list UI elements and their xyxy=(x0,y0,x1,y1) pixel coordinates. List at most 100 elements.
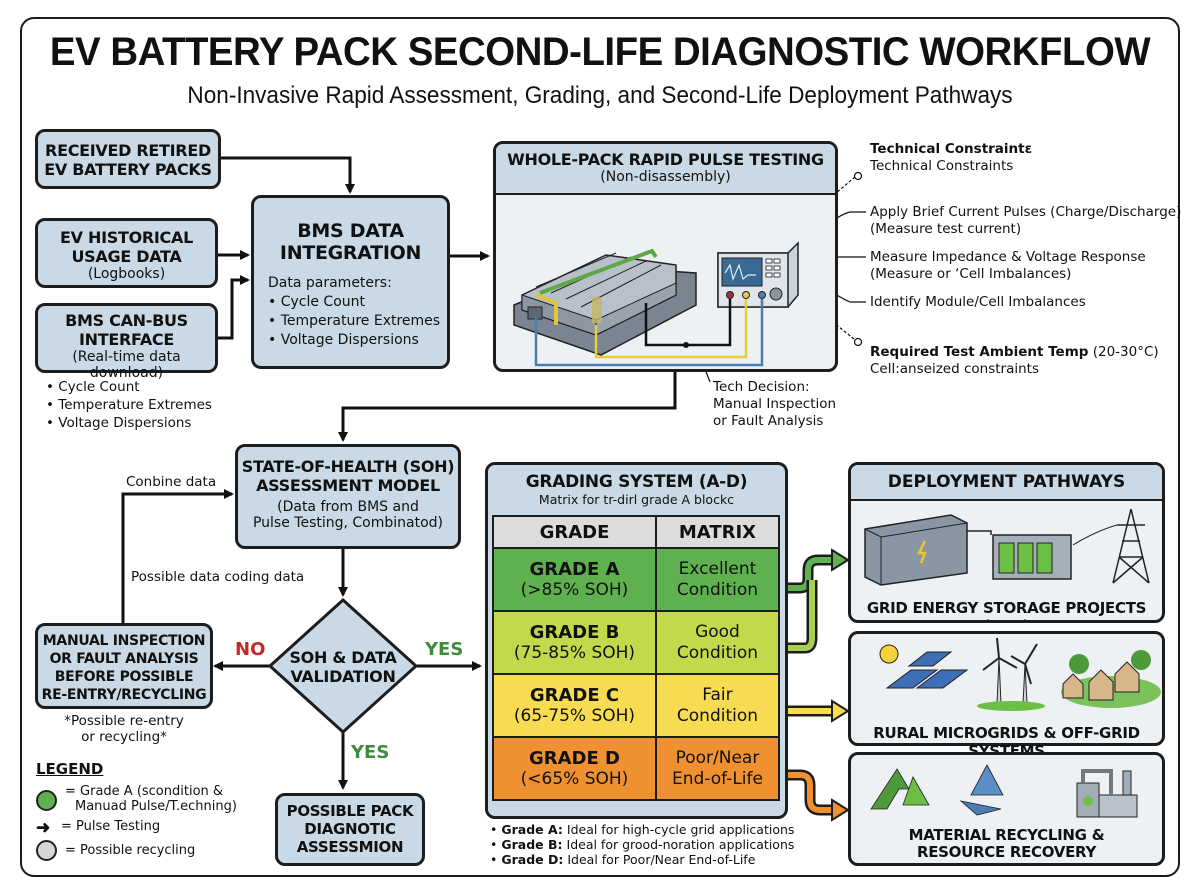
annotation-tech-constraints: Technical Constraintε Technical Constrai… xyxy=(870,141,1032,175)
gray-circle-icon xyxy=(36,840,57,861)
legend-item-pulse: ➜ = Pulse Testing xyxy=(36,818,237,836)
ambient-range: (20-30°C) xyxy=(1092,344,1159,360)
pulse-tester-icon xyxy=(717,241,799,308)
legend-item-grade-a: = Grade A (scondition & Manuad Pulse/T.e… xyxy=(36,784,237,814)
grading-note: • Grade D: Ideal for Poor/Near End-of-Li… xyxy=(490,852,756,867)
bms-param: Voltage Dispersions xyxy=(268,331,447,350)
deployment-grid-panel[interactable]: DEPLOYMENT PATHWAYS GRID ENERGY STORAGE … xyxy=(848,462,1165,623)
possible-pack-box[interactable]: POSSIBLE PACK DIAGNOTIC ASSESSMION xyxy=(275,793,425,866)
grading-header-row: GRADE MATRIX xyxy=(492,515,781,549)
possible-pack-line: DIAGNOTIC xyxy=(304,820,396,838)
bms-param: Cycle Count xyxy=(268,293,447,312)
grading-note-text: Ideal for grood-noration applications xyxy=(562,837,795,852)
solar-panel-icon xyxy=(885,651,969,689)
label-combine-data: Conbine data xyxy=(126,474,217,490)
legend-text: = Possible recycling xyxy=(65,842,196,858)
bms-line2: INTEGRATION xyxy=(279,242,422,264)
label-no: NO xyxy=(235,639,266,660)
grading-note-label: Grade D: xyxy=(501,852,564,867)
soh-model-box[interactable]: STATE-OF-HEALTH (SOH) ASSESSMENT MODEL (… xyxy=(235,444,461,549)
annotation-tech-decision: Tech Decision: Manual Inspection or Faul… xyxy=(713,379,836,430)
recycling-label-line2: RESOURCE RECOVERY xyxy=(916,843,1097,861)
arrow-received-to-bms xyxy=(221,156,355,194)
historical-line1: EV HISTORICAL xyxy=(60,228,193,247)
matrix-text: Condition xyxy=(676,579,759,600)
grade-name: GRADE C xyxy=(529,684,620,706)
validation-line1: SOH & DATA xyxy=(289,648,397,667)
matrix-text: Good xyxy=(695,621,740,642)
battery-rack-icon xyxy=(967,530,1072,580)
historical-data-box[interactable]: EV HISTORICAL USAGE DATA (Logbooks) xyxy=(35,218,218,288)
matrix-text: Excellent xyxy=(678,558,757,579)
probe-cable-yellow xyxy=(594,299,748,359)
label-yes-down: YES xyxy=(351,742,390,763)
legend-item-recycling: = Possible recycling xyxy=(36,840,237,861)
soh-sub1: (Data from BMS and xyxy=(277,499,419,515)
grading-note-text: Ideal for Poor/Near End-of-Life xyxy=(563,852,756,867)
validation-diamond[interactable] xyxy=(268,598,418,734)
possible-pack-line: POSSIBLE PACK xyxy=(286,802,414,820)
manual-line: MANUAL INSPECTION xyxy=(42,633,206,649)
label-yes-right: YES xyxy=(425,639,464,660)
ambient-heading: Required Test Ambient Temp xyxy=(870,344,1089,360)
tech-decision-line: or Fault Analysis xyxy=(713,413,824,429)
arrow-combine-data xyxy=(121,489,234,623)
rural-microgrid-illustration xyxy=(879,637,1161,711)
tech-decision-line: Tech Decision: xyxy=(713,379,810,395)
tech-decision-line: Manual Inspection xyxy=(713,396,837,412)
recycle-green-icon xyxy=(870,768,930,810)
manual-note-line2: or recycling* xyxy=(81,729,167,745)
grade-name: GRADE D xyxy=(528,747,620,769)
grading-title: GRADING SYSTEM (A-D) xyxy=(525,472,748,492)
deployment-rural-panel[interactable]: RURAL MICROGRIDS & OFF-GRID SYSTEMS xyxy=(848,631,1165,760)
diagram-frame xyxy=(20,17,1180,877)
grade-cell: GRADE D(<65% SOH) xyxy=(492,736,657,801)
grading-note-label: Grade B: xyxy=(501,837,563,852)
recycling-plant-icon xyxy=(1076,769,1138,818)
matrix-text: Condition xyxy=(676,642,759,663)
wind-turbine-icon xyxy=(977,637,1045,711)
village-icon xyxy=(1061,650,1161,708)
tech-constraints-text: Technical Constraints xyxy=(870,158,1014,174)
grade-range: (<65% SOH) xyxy=(520,768,629,789)
received-packs-box[interactable]: RECEIVED RETIRED EV BATTERY PACKS xyxy=(35,129,221,189)
matrix-text: Fair xyxy=(702,684,733,705)
apply-pulses-sub: (Measure test current) xyxy=(870,221,1022,237)
soh-line2: ASSESSMENT MODEL xyxy=(256,476,440,495)
pulse-testing-panel[interactable]: WHOLE-PACK RAPID PULSE TESTING (Non-disa… xyxy=(493,141,838,372)
canbus-bullet: Cycle Count xyxy=(46,378,212,396)
page-title: EV BATTERY PACK SECOND-LIFE DIAGNOSTIC W… xyxy=(49,30,1151,74)
probe-cable-blue xyxy=(534,299,764,367)
manual-inspection-box[interactable]: MANUAL INSPECTION OR FAULT ANALYSIS BEFO… xyxy=(35,623,213,709)
bms-param: Temperature Extremes xyxy=(268,312,447,331)
canbus-line1: BMS CAN-BUS xyxy=(65,311,188,330)
grade-range: (>85% SOH) xyxy=(520,579,629,600)
grid-storage-illustration xyxy=(864,508,1150,586)
arrow-pulse-to-soh xyxy=(338,372,677,442)
canbus-bullet: Temperature Extremes xyxy=(46,396,212,414)
battery-pack-icon xyxy=(513,248,697,356)
transmission-tower-icon xyxy=(1072,508,1150,584)
matrix-text: Condition xyxy=(676,705,759,726)
canbus-line2: INTERFACE xyxy=(79,330,174,349)
matrix-text: Poor/Near xyxy=(675,747,760,768)
received-line2: EV BATTERY PACKS xyxy=(44,160,212,179)
recycle-blue-icon xyxy=(959,764,1004,816)
col-grade-header: GRADE xyxy=(492,515,657,549)
recycling-label: MATERIAL RECYCLING & RESOURCE RECOVERY xyxy=(851,827,1162,861)
bms-params-label: Data parameters: xyxy=(268,275,392,291)
deployment-recycling-panel[interactable]: MATERIAL RECYCLING & RESOURCE RECOVERY xyxy=(848,752,1165,866)
page-subtitle: Non-Invasive Rapid Assessment, Grading, … xyxy=(187,82,1013,109)
label-possible-coding: Possible data coding data xyxy=(131,569,305,585)
grade-cell: GRADE C(65-75% SOH) xyxy=(492,673,657,738)
canbus-interface-box[interactable]: BMS CAN-BUS INTERFACE (Real-time data do… xyxy=(35,303,218,381)
annotation-apply-pulses: Apply Brief Current Pulses (Charge/Disch… xyxy=(870,204,1181,238)
green-circle-icon xyxy=(36,790,57,811)
bms-integration-box[interactable]: BMS DATA INTEGRATION Data parameters: Cy… xyxy=(251,195,450,369)
